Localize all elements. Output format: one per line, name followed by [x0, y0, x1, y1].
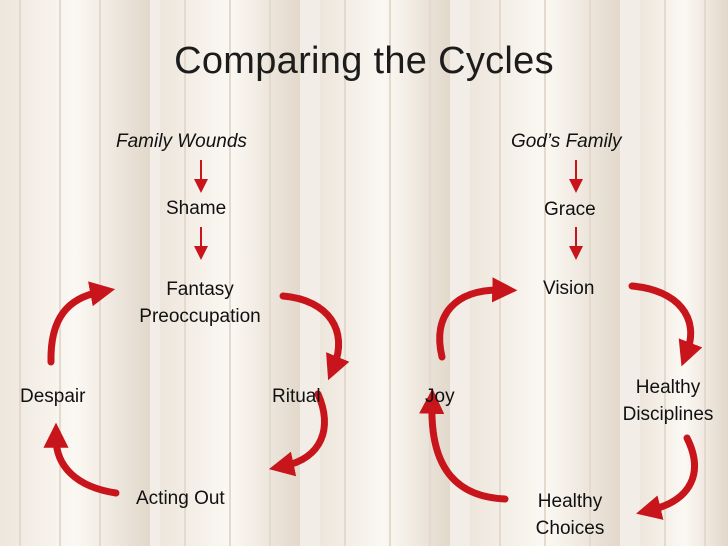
left-step-shame: Shame [166, 198, 227, 219]
right-cycle-heading: God’s Family [511, 131, 622, 152]
preoccupation-line: Preoccupation [139, 306, 261, 327]
cycle-arrow-actingout-to-despair [43, 422, 120, 497]
cycle-arrow-choices-to-joy [419, 388, 509, 503]
right-step-joy: Joy [425, 386, 455, 407]
right-step-vision: Vision [543, 278, 595, 299]
cycle-arrow-disciplines-to-choices [636, 434, 698, 520]
cycle-arrow-joy-to-vision [436, 277, 518, 361]
right-step-healthy-choices: Healthy Choices [510, 488, 630, 542]
left-step-acting-out: Acting Out [136, 488, 225, 509]
slide-title: Comparing the Cycles [174, 40, 554, 82]
disciplines-line-1: Healthy [635, 377, 701, 398]
cycle-arrow-despair-to-fantasy [47, 281, 116, 366]
choices-line-1: Healthy [537, 491, 603, 512]
cycle-arrow-ritual-to-actingout [268, 390, 328, 477]
left-step-despair: Despair [20, 386, 86, 407]
left-step-ritual: Ritual [272, 386, 321, 407]
disciplines-line-2: Disciplines [622, 404, 714, 425]
left-cycle-heading: Family Wounds [116, 131, 247, 152]
cycle-arrow-fantasy-to-ritual [279, 292, 350, 381]
fantasy-line: Fantasy [166, 279, 234, 300]
left-step-fantasy-preoccupation: Fantasy Preoccupation [110, 276, 290, 330]
choices-line-2: Choices [535, 518, 605, 539]
right-step-grace: Grace [544, 199, 596, 220]
cycle-arrow-vision-to-disciplines [628, 282, 703, 367]
right-step-healthy-disciplines: Healthy Disciplines [598, 374, 728, 428]
